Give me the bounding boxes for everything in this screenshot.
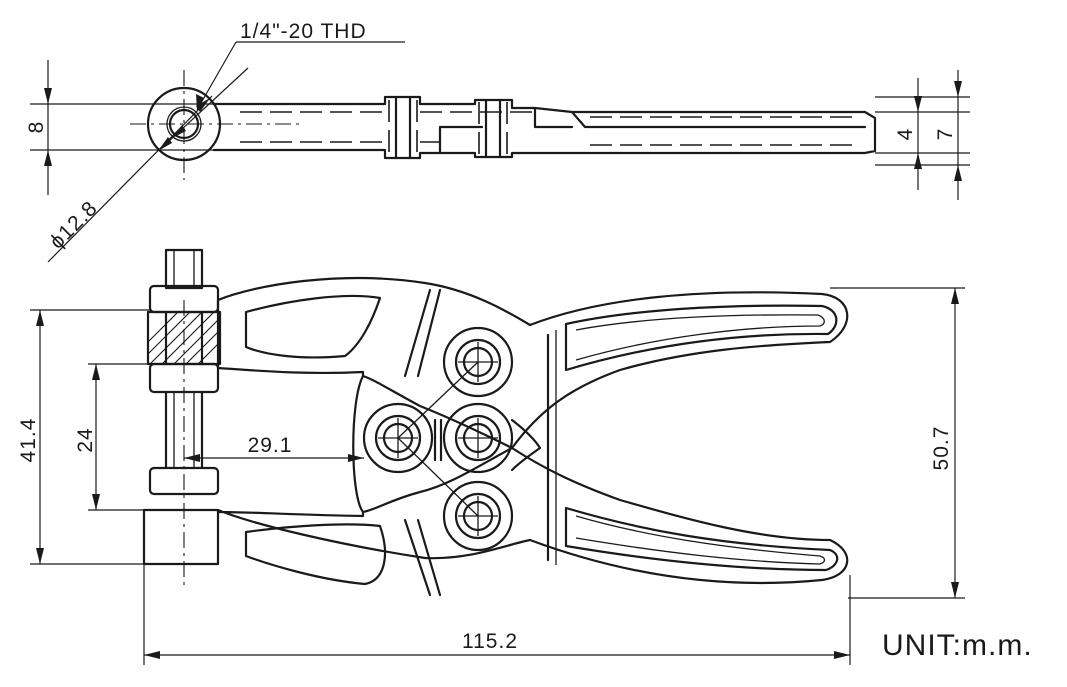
pivot-left: [362, 402, 434, 474]
pivot-top: [442, 326, 514, 398]
upper-jaw-arm: [216, 276, 849, 450]
hatched-section: [148, 312, 220, 364]
dim-bolt-offset: 24: [74, 427, 97, 452]
dim-side-height: 8: [25, 121, 48, 134]
dim-overall-length: 115.2: [462, 630, 518, 653]
side-body-outline: [212, 95, 877, 160]
base-tab: [142, 508, 220, 566]
dim-overall-height: 41.4: [17, 418, 40, 463]
dim-outer-jaw: 7: [934, 128, 957, 141]
dim-thread: 1/4"-20 THD: [240, 20, 367, 43]
side-view: 8 4 7 1/4"-20 THD ϕ12.8: [25, 20, 970, 263]
lower-jaw-arm: [216, 446, 849, 585]
dim-open-span: 50.7: [930, 426, 953, 471]
pivot-right: [442, 402, 514, 474]
front-view: 41.4 24 29.1 50.7 115.2: [17, 248, 965, 665]
pivot-bottom: [442, 480, 514, 552]
dim-inner-jaw: 4: [894, 128, 917, 141]
unit-label: UNIT:m.m.: [882, 629, 1033, 662]
side-grip-step: [438, 106, 867, 155]
dim-diameter: ϕ12.8: [45, 197, 102, 254]
dim-pivot-offset: 29.1: [248, 434, 293, 457]
bolt-shank: [164, 248, 204, 290]
